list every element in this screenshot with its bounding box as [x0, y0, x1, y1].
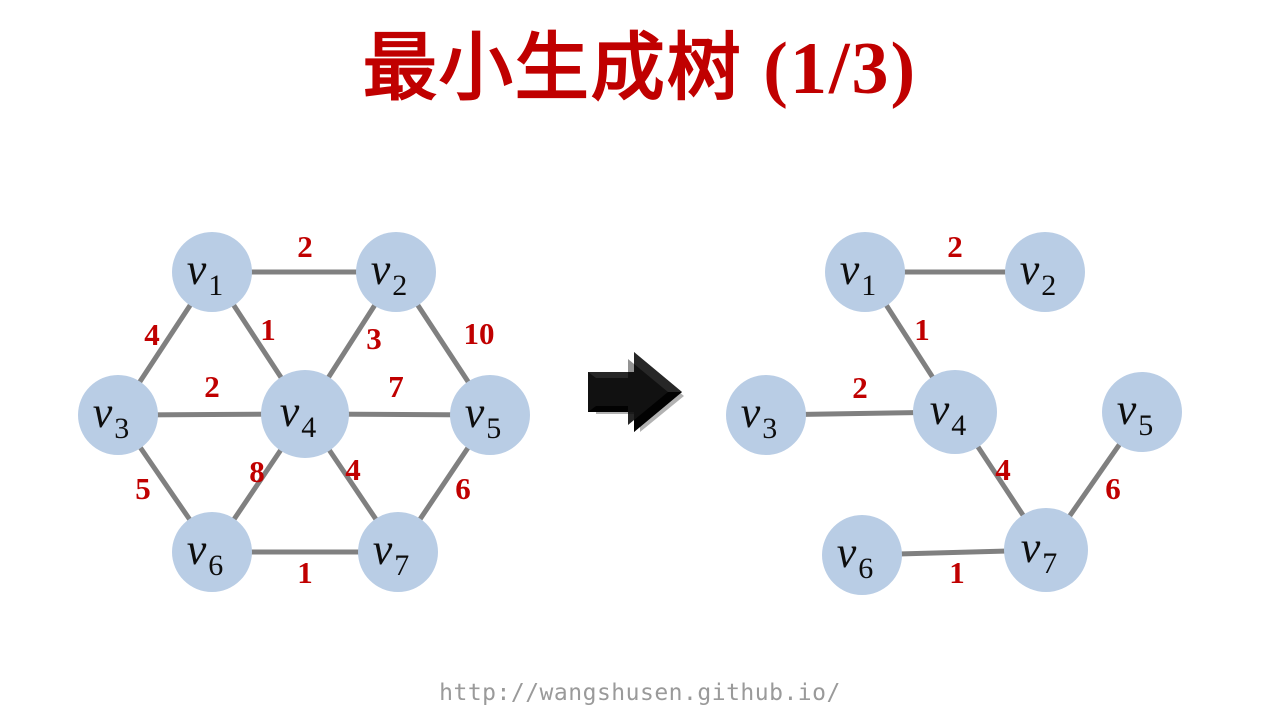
graph-edge	[765, 409, 956, 418]
node-circle	[1005, 232, 1085, 312]
graph-edge	[117, 411, 306, 418]
edge-weight-label: 4	[144, 317, 160, 352]
graph-edge	[302, 412, 401, 554]
node-label: v1	[187, 245, 224, 302]
graph-node[interactable]: v5	[450, 375, 530, 455]
graph-edge	[862, 270, 958, 414]
node-label: v2	[1020, 245, 1057, 302]
edge-weight-label: 1	[297, 555, 313, 590]
edge-weight-label: 2	[297, 229, 313, 264]
node-label: v3	[741, 388, 778, 445]
graph-node[interactable]: v3	[726, 375, 806, 455]
node-circle	[1102, 372, 1182, 452]
graph-edge	[952, 410, 1049, 552]
graph-edge	[302, 270, 399, 416]
node-label: v3	[93, 388, 130, 445]
edge-weight-label: 4	[995, 452, 1011, 487]
edge-weight-label: 5	[135, 471, 151, 506]
node-circle	[450, 375, 530, 455]
edge-weight-label: 3	[366, 321, 382, 356]
edge-weight-label: 1	[260, 312, 276, 347]
graph-node[interactable]: v4	[261, 370, 349, 458]
node-circle	[356, 232, 436, 312]
graph-node[interactable]: v6	[822, 515, 902, 595]
node-label: v2	[371, 245, 408, 302]
graph-node[interactable]: v6	[172, 512, 252, 592]
node-label: v4	[930, 385, 967, 442]
node-circle	[261, 370, 349, 458]
graph-node[interactable]: v7	[1004, 508, 1088, 592]
graph-edge	[393, 270, 493, 417]
footer-url: http://wangshusen.github.io/	[439, 680, 841, 706]
edge-weight-label: 1	[949, 555, 965, 590]
graph-edge	[1043, 410, 1145, 552]
node-circle	[913, 370, 997, 454]
edge-weight-label: 1	[914, 312, 930, 347]
edge-weight-label: 6	[1105, 471, 1121, 506]
node-circle	[172, 512, 252, 592]
node-circle	[726, 375, 806, 455]
graph-edge	[395, 413, 493, 554]
edge-weight-label: 2	[204, 369, 220, 404]
node-circle	[78, 375, 158, 455]
graph-edge	[209, 412, 308, 554]
graph-node[interactable]: v2	[1005, 232, 1085, 312]
graph-edge	[209, 270, 308, 416]
graph-node[interactable]: v1	[825, 232, 905, 312]
node-label: v6	[187, 525, 224, 582]
node-circle	[822, 515, 902, 595]
edge-weight-label: 2	[947, 229, 963, 264]
node-label: v7	[1021, 523, 1058, 580]
edge-weight-label: 4	[345, 452, 361, 487]
edge-weight-label: 8	[249, 454, 265, 489]
graph-edge	[861, 547, 1047, 558]
node-label: v5	[465, 388, 502, 445]
node-label: v7	[373, 525, 410, 582]
graph-edge	[304, 411, 491, 418]
node-circle	[825, 232, 905, 312]
graph-node[interactable]: v5	[1102, 372, 1182, 452]
edge-weight-label: 10	[464, 316, 495, 351]
graph-node[interactable]: v1	[172, 232, 252, 312]
node-label: v6	[837, 528, 874, 585]
node-circle	[1004, 508, 1088, 592]
graph-node[interactable]: v7	[358, 512, 438, 592]
graph-node[interactable]: v4	[913, 370, 997, 454]
node-label: v1	[840, 245, 877, 302]
graph-edge	[115, 270, 215, 417]
graph-node[interactable]: v2	[356, 232, 436, 312]
graph-node[interactable]: v3	[78, 375, 158, 455]
graph-edge	[115, 413, 215, 554]
node-circle	[172, 232, 252, 312]
page-title: 最小生成树 (1/3)	[362, 28, 918, 110]
edge-weight-label: 6	[455, 471, 471, 506]
node-label: v5	[1117, 385, 1154, 442]
node-label: v4	[280, 387, 317, 444]
node-circle	[358, 512, 438, 592]
edge-weight-label: 2	[852, 370, 868, 405]
edge-weight-label: 7	[388, 369, 404, 404]
